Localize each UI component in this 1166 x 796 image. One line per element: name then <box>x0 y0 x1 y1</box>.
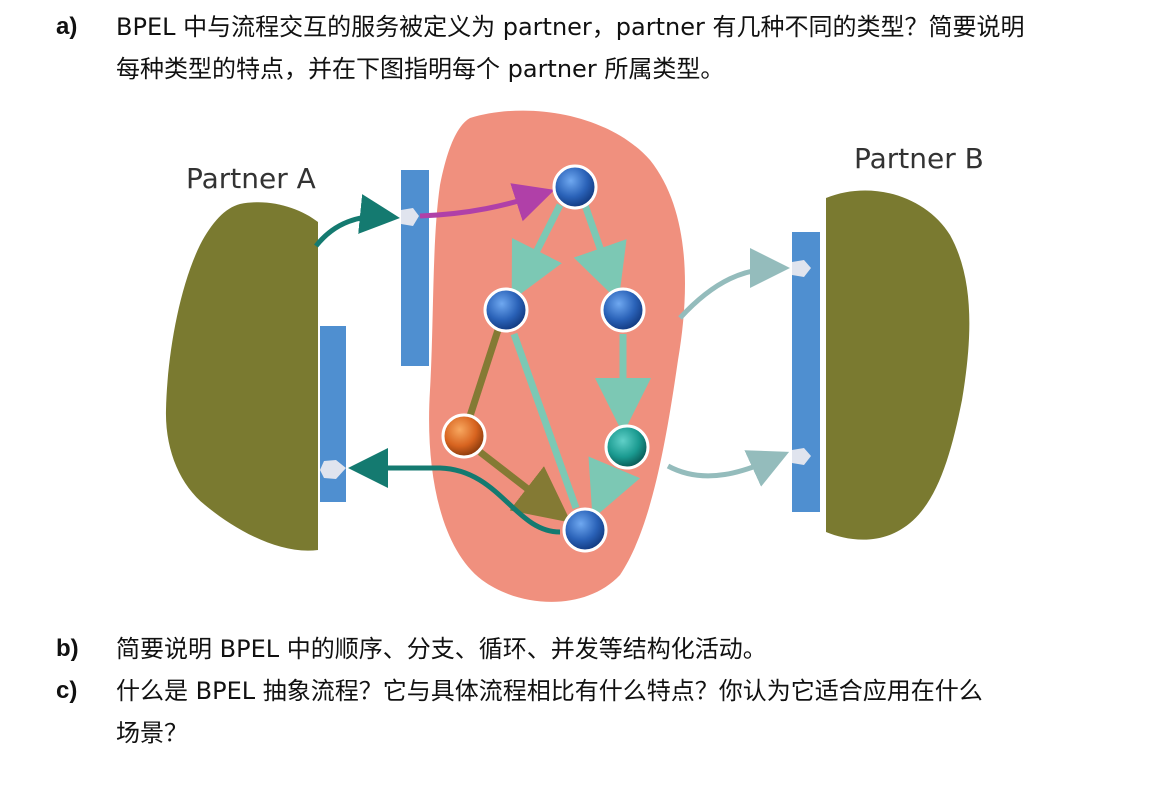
question-b-line-1: 简要说明 BPEL 中的顺序、分支、循环、并发等结构化活动。 <box>116 635 767 663</box>
partner-b-shape <box>826 190 970 540</box>
bpel-partner-diagram: Partner A Partner B <box>165 110 984 602</box>
activity-node-teal <box>604 424 650 470</box>
activity-node-orange <box>441 413 487 459</box>
partner-b-port-bar <box>792 232 820 512</box>
partner-a-port-connector <box>320 460 346 479</box>
partner-b-port-connector-upper <box>792 260 811 277</box>
arrow-process-to-partner-b-lower <box>666 450 790 487</box>
question-a-label: a) <box>56 13 78 40</box>
activity-node-right <box>600 287 646 333</box>
flow-arrow-teal-to-bottom <box>588 456 641 519</box>
partner-b-port-connector-lower <box>792 448 811 465</box>
activity-node-top <box>552 164 598 210</box>
arrow-process-port-to-top-node <box>419 183 555 222</box>
question-a-text: BPEL 中与流程交互的服务被定义为 partner，partner 有几种不同… <box>116 6 1136 90</box>
flow-arrow-left-to-orange <box>466 328 502 418</box>
process-port-connector <box>401 208 419 226</box>
question-c-text: 什么是 BPEL 抽象流程？它与具体流程相比有什么特点？你认为它适合应用在什么 … <box>116 670 1136 754</box>
arrow-process-to-partner-b-upper <box>678 248 790 320</box>
process-port-bar <box>401 170 429 366</box>
partner-b-label: Partner B <box>854 142 984 175</box>
arrow-partner-a-to-process <box>314 194 400 248</box>
activity-node-bottom <box>562 507 608 553</box>
question-c-label: c) <box>56 677 78 704</box>
arrow-bottom-node-to-partner-a <box>348 448 561 535</box>
partner-a-label: Partner A <box>186 162 316 195</box>
question-a-line-1: BPEL 中与流程交互的服务被定义为 partner，partner 有几种不同… <box>116 13 1025 41</box>
flow-arrow-top-to-right <box>573 203 627 302</box>
question-b-label: b) <box>56 635 79 662</box>
activity-node-left <box>483 287 529 333</box>
question-c-line-2: 场景？ <box>116 719 188 747</box>
flow-arrow-orange-to-bottom <box>477 449 572 523</box>
question-a-line-2: 每种类型的特点，并在下图指明每个 partner 所属类型。 <box>116 55 725 83</box>
question-c-line-1: 什么是 BPEL 抽象流程？它与具体流程相比有什么特点？你认为它适合应用在什么 <box>116 677 983 705</box>
question-b-text: 简要说明 BPEL 中的顺序、分支、循环、并发等结构化活动。 <box>116 628 1136 670</box>
partner-a-shape <box>165 202 318 551</box>
